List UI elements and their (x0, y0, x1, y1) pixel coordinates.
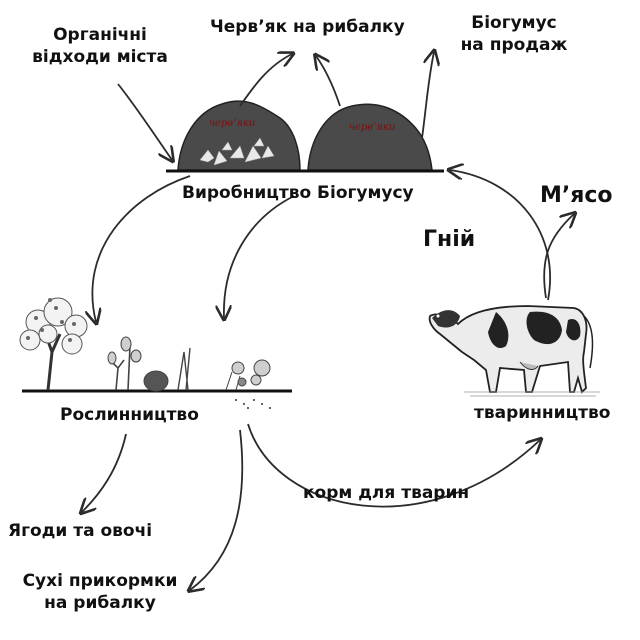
label-berries-vegetables: Ягоди та овочі (8, 521, 153, 541)
compost-pile-right: черв’яки (307, 103, 433, 171)
label-crop-growing: Рослинництво (60, 405, 199, 425)
arrow-manure-to-production (450, 170, 551, 301)
arrow-to-worm-fishing-2 (316, 56, 341, 107)
label-dry-bait: Сухі прикормки на рибалку (22, 571, 178, 613)
label-manure: Гній (423, 227, 476, 252)
label-meat: М’ясо (540, 183, 613, 208)
pile-worms-label-left: черв’яки (209, 118, 256, 129)
compost-pile-left: черв’яки (177, 100, 301, 171)
arrow-production-to-crops-2 (224, 195, 295, 318)
label-biohumus-production: Виробництво Біогумусу (182, 183, 414, 203)
label-city-waste: Органічні відходи міста (32, 25, 168, 67)
arrow-livestock-to-meat (543, 214, 574, 299)
label-worm-fishing: Черв’як на рибалку (210, 17, 405, 37)
label-livestock: тваринництво (474, 403, 611, 423)
label-animal-feed: корм для тварин (303, 483, 470, 503)
leaves-icon (199, 137, 275, 166)
cow-icon (428, 305, 600, 397)
arrow-crops-to-berries (82, 433, 127, 512)
arrow-crops-to-dry-bait (190, 429, 244, 590)
arrow-to-worm-fishing (239, 54, 292, 107)
arrow-production-to-crops (92, 175, 191, 322)
arrow-waste-to-production (117, 83, 172, 160)
label-biohumus-sale: Біогумус на продаж (460, 13, 568, 55)
tree-icon (19, 297, 88, 391)
plants-icon (107, 336, 271, 409)
arrow-to-biohumus-sale (421, 52, 434, 139)
arrow-crops-to-feed (247, 423, 540, 508)
pile-worms-label-right: черв’яки (349, 122, 396, 133)
